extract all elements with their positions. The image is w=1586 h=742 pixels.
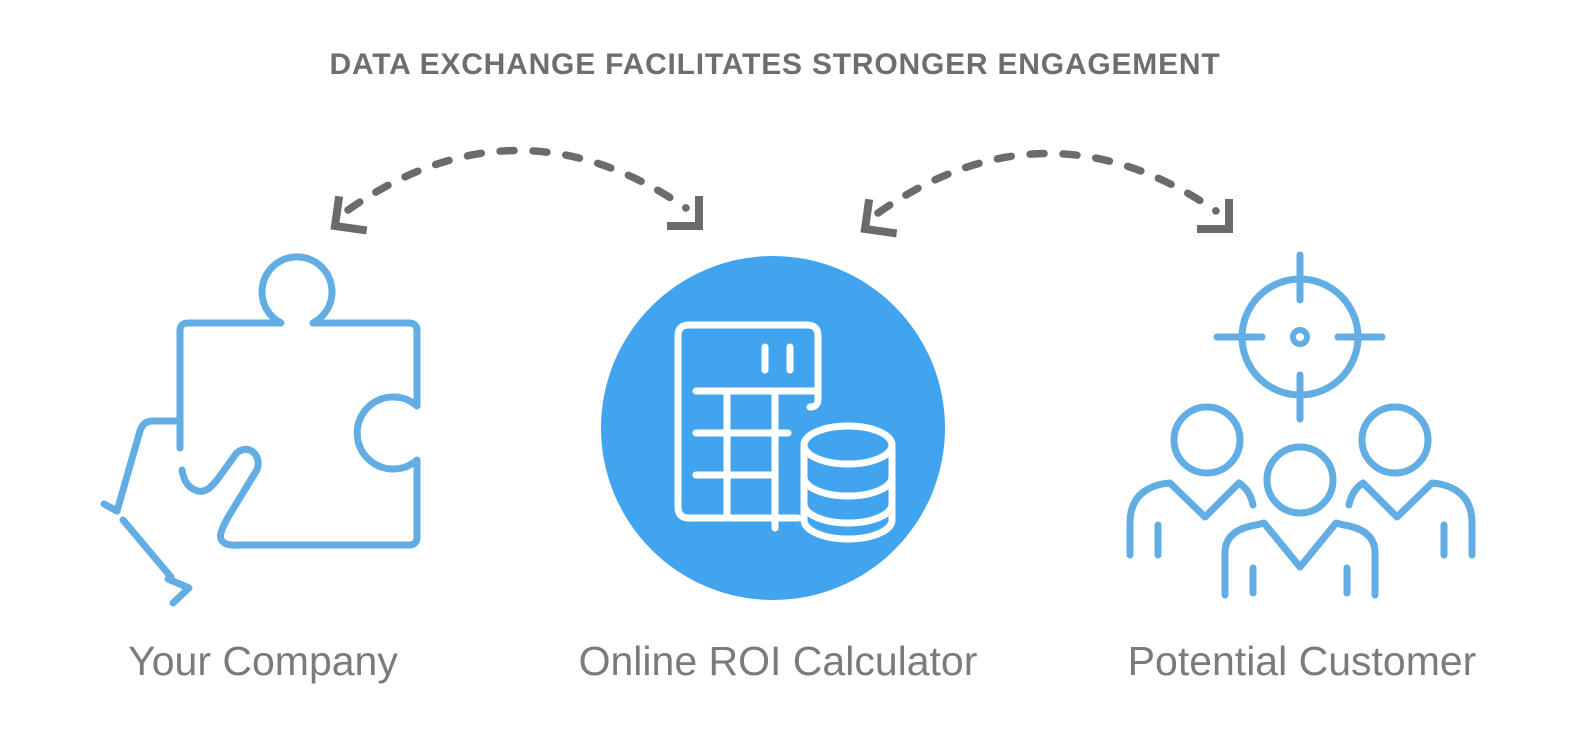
- calculator: [674, 321, 822, 532]
- calculator-and-database-icon: [601, 256, 945, 600]
- dashed-arc: [344, 146, 690, 214]
- target-and-people-icon: [1126, 251, 1476, 599]
- diagram-title: DATA EXCHANGE FACILITATES STRONGER ENGAG…: [329, 48, 1221, 81]
- arrowhead-southwest-icon: [330, 195, 368, 235]
- dashed-double-arrow-right: [860, 149, 1233, 238]
- arrowhead-southeast-icon: [1197, 199, 1233, 233]
- hand: [100, 417, 262, 607]
- people-group: [1126, 403, 1476, 599]
- label-online-roi-calculator: Online ROI Calculator: [578, 638, 978, 684]
- target-crosshair: [1213, 251, 1386, 423]
- label-potential-customer: Potential Customer: [1127, 638, 1477, 684]
- dashed-arc: [874, 149, 1220, 217]
- label-your-company: Your Company: [128, 638, 398, 684]
- dashed-double-arrow-left: [330, 146, 703, 235]
- database: [800, 422, 896, 543]
- arrowhead-southwest-icon: [860, 198, 898, 238]
- puzzle-piece: [176, 253, 421, 549]
- arrowhead-southeast-icon: [667, 196, 703, 230]
- hand-holding-puzzle-piece-icon: [100, 253, 421, 607]
